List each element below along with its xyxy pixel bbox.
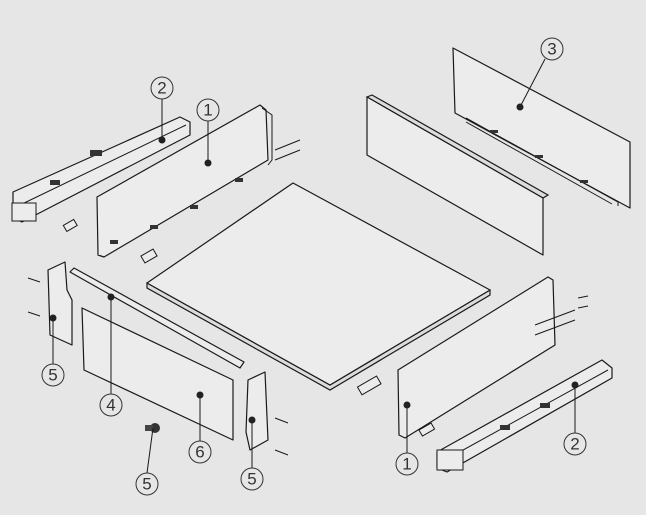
callout-rail-left: 2 xyxy=(150,76,174,100)
callout-front-panel: 6 xyxy=(188,440,212,464)
callout-number: 4 xyxy=(106,396,115,415)
callout-number: 3 xyxy=(547,40,556,59)
front-panel xyxy=(81,307,234,441)
right-runner-rail xyxy=(436,359,613,473)
left-runner-rail xyxy=(11,116,191,223)
back-panel xyxy=(452,47,631,209)
left-front-bracket xyxy=(27,261,73,346)
callout-number: 5 xyxy=(247,470,256,489)
callout-side-left: 1 xyxy=(196,98,220,122)
drawer-bottom xyxy=(140,182,491,396)
callout-number: 2 xyxy=(570,435,579,454)
callout-bracket-right: 5 xyxy=(240,467,264,491)
callout-back-panel: 3 xyxy=(540,37,564,61)
callout-rail-right: 2 xyxy=(563,432,587,456)
callout-number: 6 xyxy=(195,443,204,462)
callout-rod: 4 xyxy=(99,393,123,417)
callout-side-right: 1 xyxy=(395,452,419,476)
rear-panel xyxy=(365,94,550,256)
callout-bracket-left: 5 xyxy=(41,363,65,387)
callout-screw: 5 xyxy=(135,472,159,496)
callout-number: 1 xyxy=(402,455,411,474)
callout-number: 1 xyxy=(203,101,212,120)
right-side-panel xyxy=(397,276,589,439)
callout-number: 5 xyxy=(142,475,151,494)
gallery-rod xyxy=(69,267,245,369)
left-side-panel xyxy=(62,104,301,258)
callout-number: 5 xyxy=(48,366,57,385)
callout-number: 2 xyxy=(157,79,166,98)
leader-lines xyxy=(49,58,579,474)
